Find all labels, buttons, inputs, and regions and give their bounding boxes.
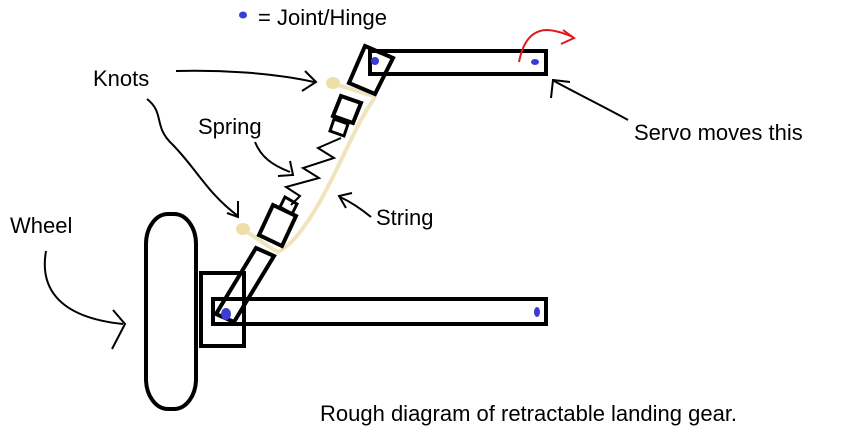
string-label: String — [376, 205, 433, 230]
joint-top-strut — [371, 57, 379, 65]
joint-wheel-hub — [221, 308, 231, 320]
spring-arrow — [254, 141, 295, 177]
knots-arrow-lower — [146, 98, 239, 219]
joint-bottom-arm-end — [534, 307, 540, 317]
top-arm — [368, 49, 548, 76]
knot-lower — [236, 223, 250, 235]
upper-collar — [328, 93, 364, 138]
wheel-arrow — [43, 250, 127, 350]
servo-arrow — [550, 78, 629, 121]
string-arrow — [337, 192, 372, 218]
wheel-label: Wheel — [10, 213, 72, 238]
joint-top-arm-end — [531, 59, 539, 65]
legend-text: = Joint/Hinge — [258, 5, 387, 30]
spring-coil — [283, 137, 342, 206]
servo-motion-arrow — [518, 28, 576, 63]
knots-label: Knots — [93, 66, 149, 91]
servo-label: Servo moves this — [634, 120, 803, 145]
joint-legend-marker — [239, 11, 247, 19]
knots-arrow-upper — [175, 69, 318, 92]
lower-strut — [213, 245, 277, 325]
string-line — [240, 81, 377, 255]
knot-upper — [326, 77, 340, 89]
bottom-arm — [211, 297, 548, 326]
legend: = Joint/Hinge — [239, 5, 387, 30]
caption: Rough diagram of retractable landing gea… — [320, 401, 737, 426]
upper-strut — [346, 43, 396, 97]
spring-label: Spring — [198, 114, 262, 139]
wheel — [144, 212, 198, 411]
axle-hub — [199, 271, 246, 348]
